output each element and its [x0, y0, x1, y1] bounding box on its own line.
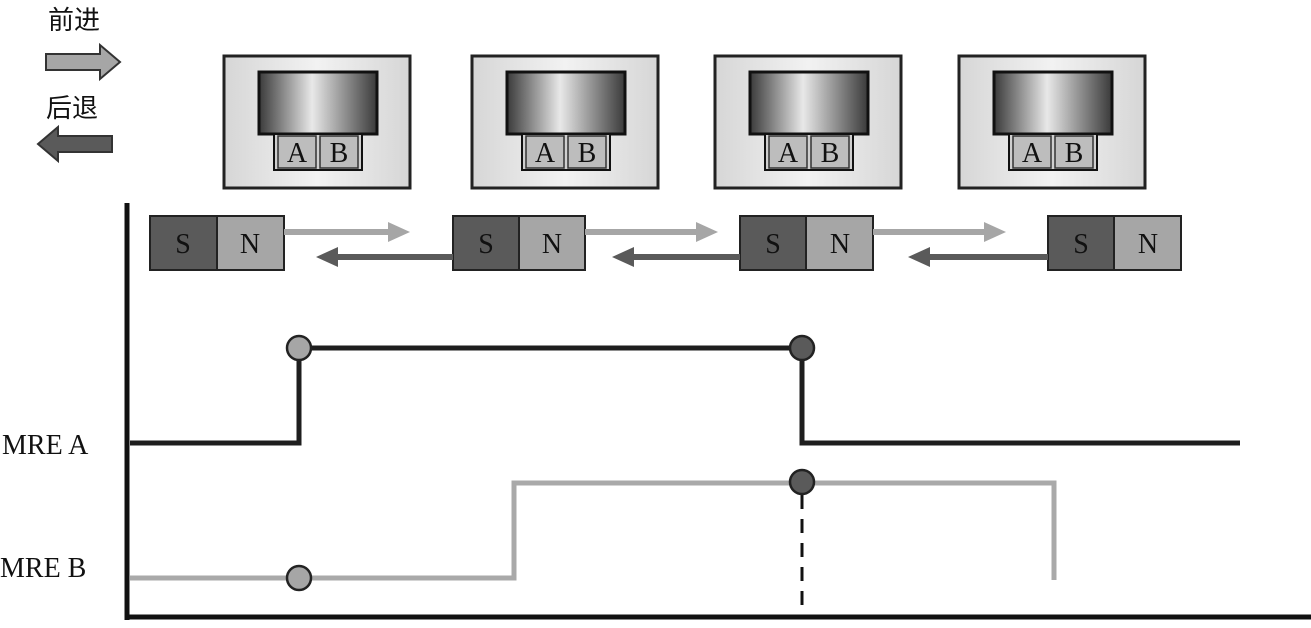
- sample-point-a-rise: [285, 334, 313, 362]
- backward-move-arrow-2: [612, 247, 740, 267]
- backward-arrow-icon: [36, 124, 113, 164]
- magnet-3-north-label: N: [830, 229, 850, 260]
- sensor-1-label-b: B: [330, 138, 349, 169]
- magnet-1-north-label: N: [240, 229, 260, 260]
- magnet-1-south-label: S: [175, 229, 191, 260]
- sensor-3-label-a: A: [778, 138, 799, 169]
- sample-point-a-fall: [788, 334, 816, 362]
- forward-move-arrow-2: [585, 222, 718, 242]
- sample-point-b-high: [788, 468, 816, 496]
- magnet-3-south-label: S: [765, 229, 781, 260]
- sensor-2-label-b: B: [578, 138, 597, 169]
- sensor-4-label-b: B: [1065, 138, 1084, 169]
- magnet-2-south-label: S: [478, 229, 494, 260]
- sensor-1: [222, 54, 412, 190]
- sensor-2: [470, 54, 660, 190]
- backward-label: 后退: [46, 94, 99, 124]
- forward-arrow-icon: [45, 42, 122, 82]
- magnet-1: [149, 215, 285, 271]
- forward-move-arrow-3: [873, 222, 1006, 242]
- sensor-2-label-a: A: [535, 138, 556, 169]
- magnet-3: [739, 215, 874, 271]
- sensor-3-label-b: B: [821, 138, 840, 169]
- mre-b-label: MRE B: [0, 553, 87, 584]
- sensor-4: [957, 54, 1147, 190]
- sensor-4-label-a: A: [1022, 138, 1043, 169]
- sample-point-b-low: [285, 564, 313, 592]
- forward-label: 前进: [48, 6, 101, 36]
- magnet-2: [452, 215, 586, 271]
- mre-b-waveform: [130, 480, 1057, 581]
- magnet-4-north-label: N: [1138, 229, 1158, 260]
- forward-move-arrow-1: [284, 222, 410, 242]
- sensor-1-label-a: A: [287, 138, 308, 169]
- magnet-2-north-label: N: [542, 229, 562, 260]
- mre-a-label: MRE A: [2, 430, 89, 461]
- sensor-3: [713, 54, 903, 190]
- mre-a-waveform: [130, 345, 1240, 446]
- magnet-4-south-label: S: [1073, 229, 1089, 260]
- magnet-4: [1047, 215, 1182, 271]
- backward-move-arrow-3: [908, 247, 1048, 267]
- backward-move-arrow-1: [316, 247, 453, 267]
